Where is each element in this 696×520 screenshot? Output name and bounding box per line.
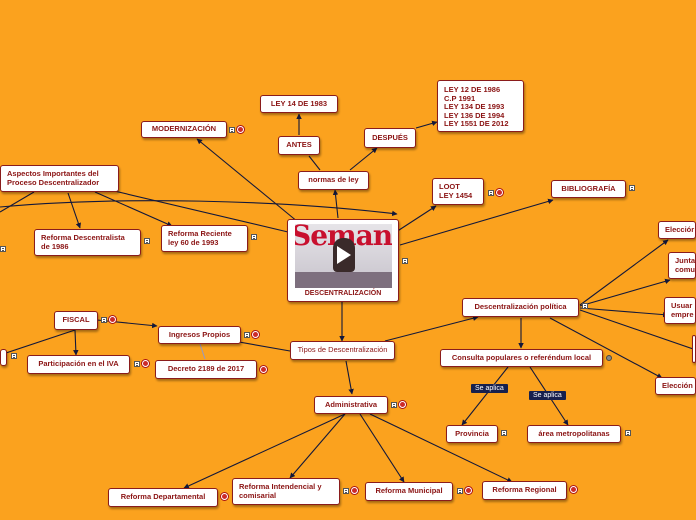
- link-icon[interactable]: [221, 493, 228, 500]
- node-eleccion-2[interactable]: Elección: [655, 377, 696, 395]
- note-icon[interactable]: [391, 402, 397, 408]
- note-icon[interactable]: [629, 185, 635, 191]
- note-icon[interactable]: [457, 488, 463, 494]
- node-offscreen-left[interactable]: [0, 349, 7, 366]
- link-icon[interactable]: [351, 487, 358, 494]
- link-icon[interactable]: [496, 189, 503, 196]
- note-icon[interactable]: [101, 317, 107, 323]
- node-loot[interactable]: LOOT LEY 1454: [432, 178, 484, 205]
- node-area-metropolitana[interactable]: área metropolitanas: [527, 425, 621, 443]
- central-topic-label: DESCENTRALIZACIÓN: [288, 290, 398, 297]
- note-icon[interactable]: [134, 361, 140, 367]
- play-icon[interactable]: [337, 246, 351, 264]
- note-icon[interactable]: [501, 430, 507, 436]
- link-icon[interactable]: [252, 331, 259, 338]
- note-icon[interactable]: [251, 234, 257, 240]
- edge-label-se-aplica: Se aplica: [471, 384, 508, 393]
- node-usuarios-empresas[interactable]: Usuar empre: [664, 297, 696, 324]
- node-ley-14-1983[interactable]: LEY 14 DE 1983: [260, 95, 338, 113]
- note-icon[interactable]: [244, 332, 250, 338]
- link-icon[interactable]: [142, 360, 149, 367]
- note-icon[interactable]: [402, 258, 408, 264]
- node-juntas-comunales[interactable]: Junta comu: [668, 252, 696, 279]
- note-icon[interactable]: [582, 303, 588, 309]
- node-provincia[interactable]: Provincia: [446, 425, 498, 443]
- note-icon[interactable]: [0, 246, 6, 252]
- note-icon[interactable]: [343, 488, 349, 494]
- link-icon[interactable]: [260, 366, 267, 373]
- node-administrativa[interactable]: Administrativa: [314, 396, 388, 414]
- node-despues[interactable]: DESPUÉS: [364, 128, 416, 148]
- node-reforma-intendencial[interactable]: Reforma Intendencial y comisarial: [232, 478, 340, 505]
- node-participacion-iva[interactable]: Participación en el IVA: [27, 355, 130, 374]
- link-icon[interactable]: [237, 126, 244, 133]
- edge-label-se-aplica: Se aplica: [529, 391, 566, 400]
- node-decreto-2189[interactable]: Decreto 2189 de 2017: [155, 360, 257, 379]
- node-reforma-1986[interactable]: Reforma Descentralista de 1986: [34, 229, 141, 256]
- gear-icon[interactable]: [606, 355, 612, 361]
- node-modernizacion[interactable]: MODERNIZACIÓN: [141, 121, 227, 138]
- note-icon[interactable]: [144, 238, 150, 244]
- node-fiscal[interactable]: FISCAL: [54, 311, 98, 330]
- node-ingresos-propios[interactable]: Ingresos Propios: [158, 326, 241, 344]
- node-normas-de-ley[interactable]: normas de ley: [298, 171, 369, 190]
- node-descentralizacion-politica[interactable]: Descentralización política: [462, 298, 579, 317]
- node-consulta-popular[interactable]: Consulta populares o referéndum local: [440, 349, 603, 367]
- node-bibliografia[interactable]: BIBLIOGRAFÍA: [551, 180, 626, 198]
- link-icon[interactable]: [465, 487, 472, 494]
- node-aspectos-importantes[interactable]: Aspectos Importantes del Proceso Descent…: [0, 165, 119, 192]
- node-eleccion-1[interactable]: Elecciór: [658, 221, 696, 239]
- node-reforma-regional[interactable]: Reforma Regional: [482, 481, 567, 500]
- node-reforma-departamental[interactable]: Reforma Departamental: [108, 488, 218, 507]
- note-icon[interactable]: [625, 430, 631, 436]
- node-reforma-municipal[interactable]: Reforma Municipal: [365, 482, 453, 501]
- note-icon[interactable]: [229, 127, 235, 133]
- node-offscreen-right[interactable]: [692, 335, 696, 363]
- note-icon[interactable]: [488, 190, 494, 196]
- video-thumbnail[interactable]: Semana: [295, 224, 392, 288]
- note-icon[interactable]: [11, 353, 17, 359]
- link-icon[interactable]: [109, 316, 116, 323]
- central-topic-descentralizacion[interactable]: Semana DESCENTRALIZACIÓN: [287, 219, 399, 302]
- node-tipos-descentralizacion[interactable]: Tipos de Descentralización: [290, 341, 395, 360]
- node-leyes-despues[interactable]: LEY 12 DE 1986 C.P 1991 LEY 134 DE 1993 …: [437, 80, 524, 132]
- node-reforma-1993[interactable]: Reforma Reciente ley 60 de 1993: [161, 225, 248, 252]
- node-antes[interactable]: ANTES: [278, 136, 320, 155]
- link-icon[interactable]: [570, 486, 577, 493]
- link-icon[interactable]: [399, 401, 406, 408]
- thumbnail-desk: [295, 272, 392, 288]
